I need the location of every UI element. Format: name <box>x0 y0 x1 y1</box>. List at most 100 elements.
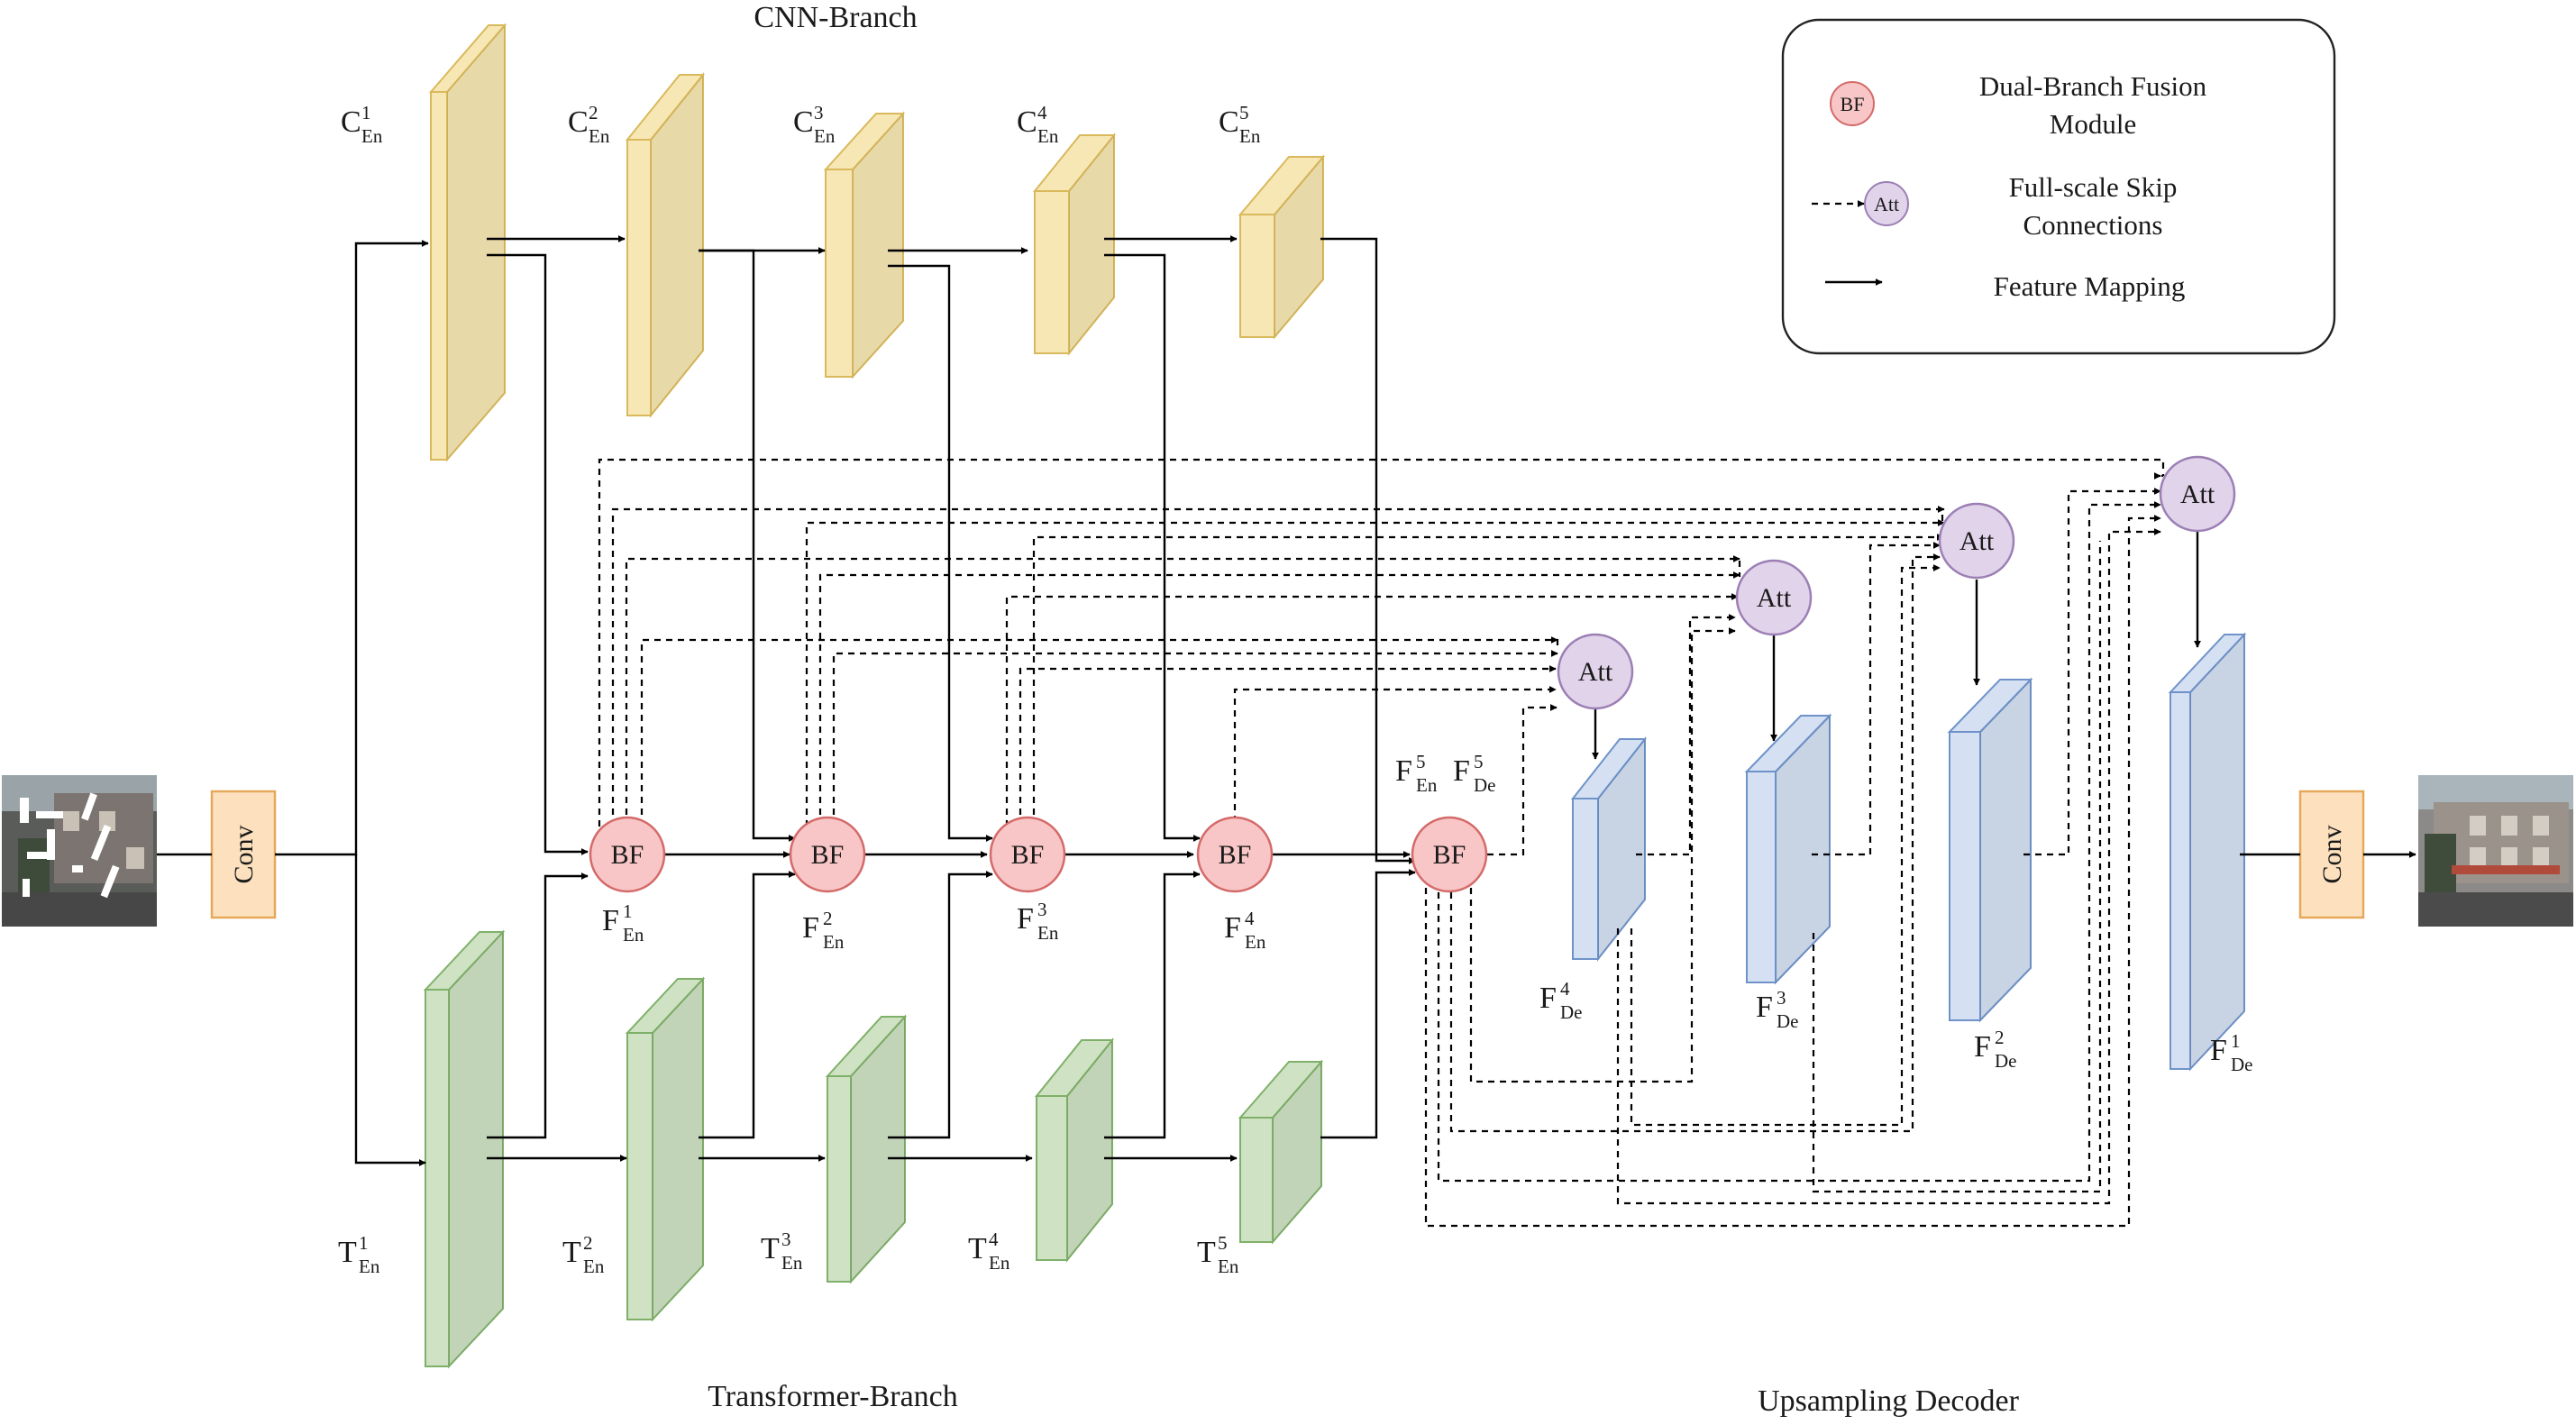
svg-text:1: 1 <box>361 102 371 123</box>
svg-text:De: De <box>1995 1050 2017 1072</box>
decoder-block-4 <box>1570 736 1648 962</box>
svg-text:F: F <box>1453 754 1470 788</box>
transformer-encoder-block-2 <box>625 976 706 1322</box>
svg-text:F: F <box>1395 754 1412 788</box>
svg-text:De: De <box>1474 774 1496 796</box>
legend-att-label-line1: Full-scale Skip <box>2009 171 2178 203</box>
svg-text:F: F <box>602 904 619 937</box>
svg-text:Conv: Conv <box>229 825 259 883</box>
svg-text:En: En <box>359 1256 380 1277</box>
svg-text:En: En <box>361 125 383 147</box>
svg-text:BF: BF <box>1433 840 1466 870</box>
svg-text:En: En <box>583 1256 605 1277</box>
svg-text:3: 3 <box>781 1229 791 1250</box>
bf-node-4: BF <box>1196 816 1274 893</box>
svg-text:En: En <box>1218 1256 1239 1277</box>
svg-text:T: T <box>338 1236 357 1269</box>
cnn-encoder-block-3 <box>823 111 906 379</box>
svg-text:5: 5 <box>1474 751 1484 772</box>
svg-text:En: En <box>1245 931 1266 953</box>
output-conv-block: Conv <box>2298 790 2365 919</box>
svg-text:BF: BF <box>811 840 845 870</box>
legend: BF Dual-Branch Fusion Module Att Full-sc… <box>1781 18 2336 355</box>
svg-text:De: De <box>1777 1010 1799 1032</box>
svg-text:5: 5 <box>1416 751 1426 772</box>
svg-text:Att: Att <box>1578 657 1613 687</box>
legend-att-icon: Att <box>1864 181 1909 226</box>
svg-text:T: T <box>562 1236 581 1269</box>
svg-text:En: En <box>989 1252 1010 1274</box>
svg-text:Conv: Conv <box>2317 825 2347 883</box>
svg-text:T: T <box>761 1232 780 1265</box>
svg-text:T: T <box>968 1232 987 1265</box>
svg-text:5: 5 <box>1218 1232 1228 1254</box>
svg-text:3: 3 <box>1777 987 1786 1009</box>
svg-text:5: 5 <box>1239 102 1249 123</box>
bf-node-5: BF <box>1411 816 1488 893</box>
svg-text:BF: BF <box>1219 840 1252 870</box>
svg-text:F: F <box>1224 911 1241 945</box>
cnn-encoder-block-4 <box>1032 132 1117 356</box>
transformer-encoder-block-3 <box>825 1014 908 1284</box>
decoder-block-1 <box>2168 632 2247 1072</box>
legend-arrow-label: Feature Mapping <box>1994 270 2186 302</box>
svg-text:En: En <box>814 125 836 147</box>
svg-text:C: C <box>568 105 589 139</box>
transformer-encoder-block-4 <box>1034 1037 1115 1263</box>
svg-text:F: F <box>2210 1034 2227 1067</box>
svg-text:2: 2 <box>1995 1027 2005 1048</box>
svg-text:1: 1 <box>359 1232 369 1254</box>
legend-bf-icon: BF <box>1830 81 1875 126</box>
svg-text:En: En <box>1416 774 1438 796</box>
svg-text:F: F <box>802 911 819 945</box>
svg-text:Att: Att <box>1959 526 1995 556</box>
svg-text:BF: BF <box>1011 840 1045 870</box>
svg-text:T: T <box>1197 1236 1216 1269</box>
svg-text:3: 3 <box>1037 899 1047 920</box>
output-image <box>2418 775 2573 927</box>
transformer-encoder-block-1 <box>423 929 506 1369</box>
svg-text:C: C <box>341 105 361 139</box>
svg-text:C: C <box>1017 105 1037 139</box>
att-node-1: Att <box>2159 455 2236 533</box>
svg-text:C: C <box>793 105 814 139</box>
svg-text:BF: BF <box>1841 93 1865 115</box>
svg-text:4: 4 <box>1037 102 1047 123</box>
svg-text:2: 2 <box>583 1232 593 1254</box>
bf-node-2: BF <box>789 816 866 893</box>
decoder-block-3 <box>1744 713 1832 985</box>
svg-text:En: En <box>589 125 610 147</box>
svg-text:Att: Att <box>1874 193 1899 215</box>
svg-text:2: 2 <box>589 102 598 123</box>
svg-text:2: 2 <box>823 908 833 929</box>
transformer-encoder-block-5 <box>1238 1059 1324 1245</box>
cnn-branch-title: CNN-Branch <box>754 1 917 34</box>
svg-text:F: F <box>1974 1030 1991 1064</box>
svg-text:En: En <box>781 1252 803 1274</box>
connection-lines <box>157 235 2416 1228</box>
svg-text:En: En <box>1037 125 1059 147</box>
svg-text:En: En <box>1037 922 1059 944</box>
cnn-encoder-block-2 <box>625 72 706 418</box>
legend-bf-label-line2: Module <box>2050 108 2136 140</box>
svg-text:En: En <box>623 924 644 945</box>
svg-text:F: F <box>1017 902 1034 936</box>
svg-text:C: C <box>1219 105 1239 139</box>
